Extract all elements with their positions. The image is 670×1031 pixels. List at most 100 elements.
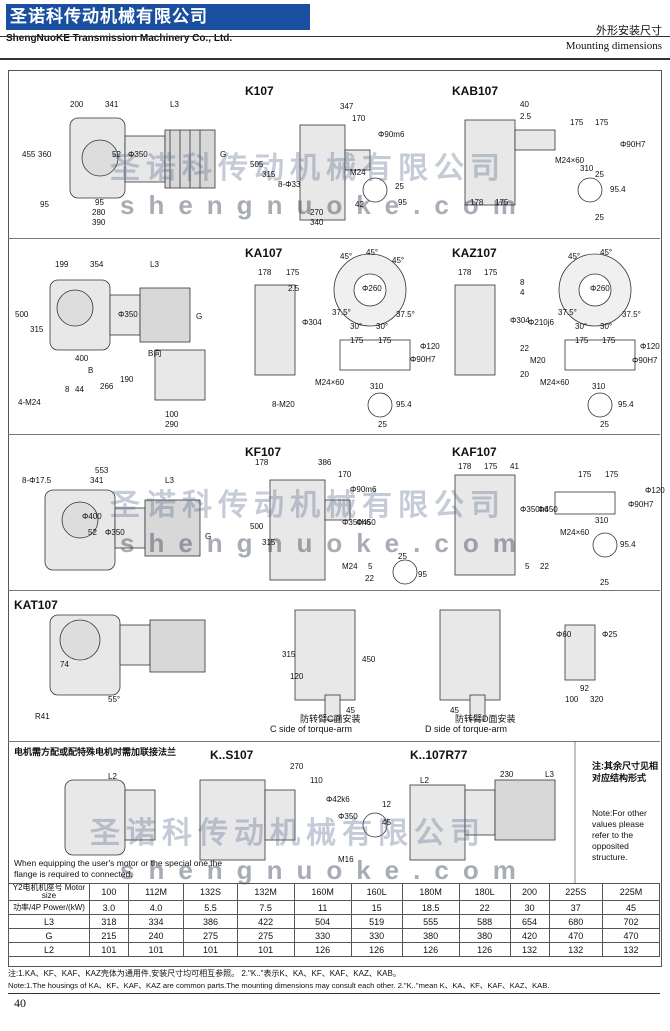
dim-ka107: 44 [75,385,84,394]
dim-ka107: 100 [165,410,179,419]
header-rule [0,36,670,37]
company-name-en: ShengNuoKE Transmission Machinery Co., L… [6,33,233,44]
table-cell: 5.5 [183,900,238,915]
table-cell: 519 [350,914,403,929]
dim-ka107-flange: 45° [340,252,353,261]
dim-ka107: 500 [15,310,29,319]
dim-kf107: 315 [262,538,276,547]
dim-kaf107: 22 [540,562,549,571]
company-name-cn: 圣诺科传动机械有限公司 [6,4,310,30]
dim-kat107: 92 [580,684,589,693]
other-values-note-en: Note:For other values please refer to th… [592,808,647,862]
dim-ka107: 190 [120,375,134,384]
row-divider [8,238,660,239]
dim-kaz107: 20 [520,370,529,379]
dim-kab107: 95.4 [610,185,626,194]
table-cell: 132 [509,942,550,957]
header-rule-bold [0,58,670,60]
table-cell: 3.0 [89,900,129,915]
kat-c-side-cn: 防转臂C面安装 [300,714,361,724]
dim-kab107: 175 [495,198,509,207]
dim-kf107: Φ400 [82,512,102,521]
dim-ka107-flange: 175 [378,336,392,345]
table-cell: 126 [458,942,511,957]
dim-kr77: L3 [545,770,554,779]
kat-d-side-en: D side of torque-arm [425,724,508,734]
dim-k107-side: 25 [395,182,404,191]
table-cell: 200 [509,883,550,901]
table-header-cell: 功率/4P Power/(kW) [8,900,90,915]
table-row: L2 101 101 101 101 126 126 126 126 132 1… [8,942,661,957]
section-title-cn: 外形安装尺寸 [596,25,662,37]
dim-kaz107: 30° [575,322,588,331]
dim-kaz107: 4 [520,288,525,297]
dim-kf107: 25 [398,552,407,561]
dim-kf107: 52 [88,528,97,537]
dim-ka107: 400 [75,354,89,363]
table-cell: 180M [401,883,460,901]
watermark-cn: 圣诺科传动机械有限公司 [90,817,486,850]
dim-kat107: R41 [35,712,50,721]
table-header-cell: G [8,928,90,943]
dim-ka107-flange: 30° [376,322,389,331]
dim-kaf107: 5 [525,562,530,571]
dim-kf107: L3 [165,476,174,485]
dim-kab107: 175 [570,118,584,127]
dim-kaf107: 310 [595,516,609,525]
dim-kaf107: 95.4 [620,540,636,549]
table-cell: 555 [401,914,460,929]
dim-kf107: 500 [250,522,264,531]
table-cell: 132M [236,883,295,901]
dim-k107-side: 270 [310,208,324,217]
table-row: 功率/4P Power/(kW) 3.0 4.0 5.5 7.5 11 15 1… [8,900,661,915]
table-cell: 470 [548,928,603,943]
dim-kab107: Φ90H7 [620,140,646,149]
dim-kaz107: 22 [520,344,529,353]
dim-kaf107: 175 [605,470,619,479]
model-label: KAZ107 [452,246,497,260]
dim-kf107: Φ450 [356,518,376,527]
table-cell: 420 [509,928,550,943]
table-cell: 101 [127,942,185,957]
table-cell: 275 [236,928,295,943]
dim-ka107: 199 [55,260,69,269]
drawing-frame [8,70,662,967]
table-cell: 132 [601,942,661,957]
dim-kaz107: 37.5° [622,310,641,319]
dim-ka107: 175 [286,268,300,277]
section-title-en: Mounting dimensions [565,40,662,52]
dim-ks107: M16 [338,855,354,864]
dim-kab107: 40 [520,100,529,109]
dim-ka107: 290 [165,420,179,429]
footnote-en: Note:1.The housings of KA、KF、KAF、KAZ are… [8,981,550,990]
dim-kf107: M24 [342,562,358,571]
dim-kaz107: 175 [484,268,498,277]
dim-ks107: 270 [290,762,304,771]
dim-k107-side: 347 [340,102,354,111]
table-cell: 7.5 [236,900,295,915]
dim-k107: 455 [22,150,36,159]
dim-kaz107: 8 [520,278,525,287]
dim-ka107-flange: 45° [366,248,379,257]
table-cell: 132 [548,942,603,957]
dim-kab107: 178 [470,198,484,207]
dim-kr77: L2 [420,776,429,785]
dim-k107: 390 [92,218,106,227]
watermark-cn: 圣诺科传动机械有限公司 [110,152,506,185]
dim-kab107: M24×60 [555,156,585,165]
model-label: KF107 [245,445,282,459]
table-header-cell: Y2电机机座号 Motor size [8,883,90,901]
table-cell: 22 [458,900,511,915]
table-cell: 504 [293,914,352,929]
dim-kab107: 25 [595,213,604,222]
dim-kaz107: Φ260 [590,284,610,293]
dim-k107: 360 [38,150,52,159]
dim-kaz107: 178 [458,268,472,277]
dim-ka107: B [88,366,94,375]
dim-kaz107: 310 [592,382,606,391]
dim-k107-side: M24 [350,168,366,177]
dim-kf107: 170 [338,470,352,479]
dim-kf107: 386 [318,458,332,467]
dim-kaz107: M24×60 [540,378,570,387]
